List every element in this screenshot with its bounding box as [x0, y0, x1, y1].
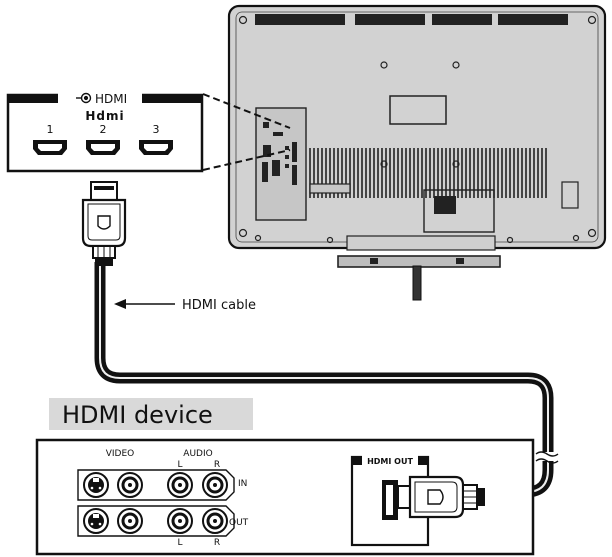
s-video-in-jack: [83, 472, 109, 498]
hdmi-cable: [94, 262, 560, 498]
audio-in-right-jack: [202, 472, 228, 498]
video-in-jack: [117, 472, 143, 498]
audio-right-label: R: [214, 460, 220, 470]
callout-lines: [202, 93, 291, 171]
hdmi-symbol-icon: [76, 92, 92, 104]
port-label-2: 2: [100, 123, 107, 136]
in-label: IN: [238, 479, 247, 489]
cable-break-icon: [535, 451, 560, 464]
device-title: HDMI device: [62, 401, 213, 429]
device-title-bg: [49, 398, 253, 430]
hdmi-out-label: HDMI OUT: [367, 457, 413, 466]
video-out-jack: [117, 508, 143, 534]
s-video-out-jack: [83, 508, 109, 534]
hdmi-panel: HDMI Hdmi 1 2 3: [6, 90, 204, 173]
out-label: OUT: [229, 518, 249, 528]
hdmi-plug-icon: [397, 475, 485, 519]
port-label-1: 1: [47, 123, 54, 136]
hdmi-logo-icon: Hdmi: [85, 109, 124, 123]
audio-label: AUDIO: [183, 449, 212, 459]
hdmi-plug-icon: [81, 181, 127, 266]
video-label: VIDEO: [106, 449, 135, 459]
cable-callout: HDMI cable: [114, 298, 256, 313]
hdmi-device: HDMI device VIDEO AUDIO L R IN OUT L R: [35, 398, 535, 556]
audio-left-label-out: L: [177, 538, 182, 548]
hdmi-port-3: [139, 140, 173, 155]
port-label-3: 3: [153, 123, 160, 136]
audio-out-left-jack: [167, 508, 193, 534]
audio-right-label-out: R: [214, 538, 220, 548]
audio-in-left-jack: [167, 472, 193, 498]
tv-back-icon: [227, 4, 607, 301]
hdmi-panel-header: HDMI: [95, 92, 127, 106]
cable-label: HDMI cable: [182, 298, 256, 313]
audio-out-right-jack: [202, 508, 228, 534]
hdmi-port-1: [33, 140, 67, 155]
audio-left-label: L: [177, 460, 182, 470]
hdmi-port-2: [86, 140, 120, 155]
